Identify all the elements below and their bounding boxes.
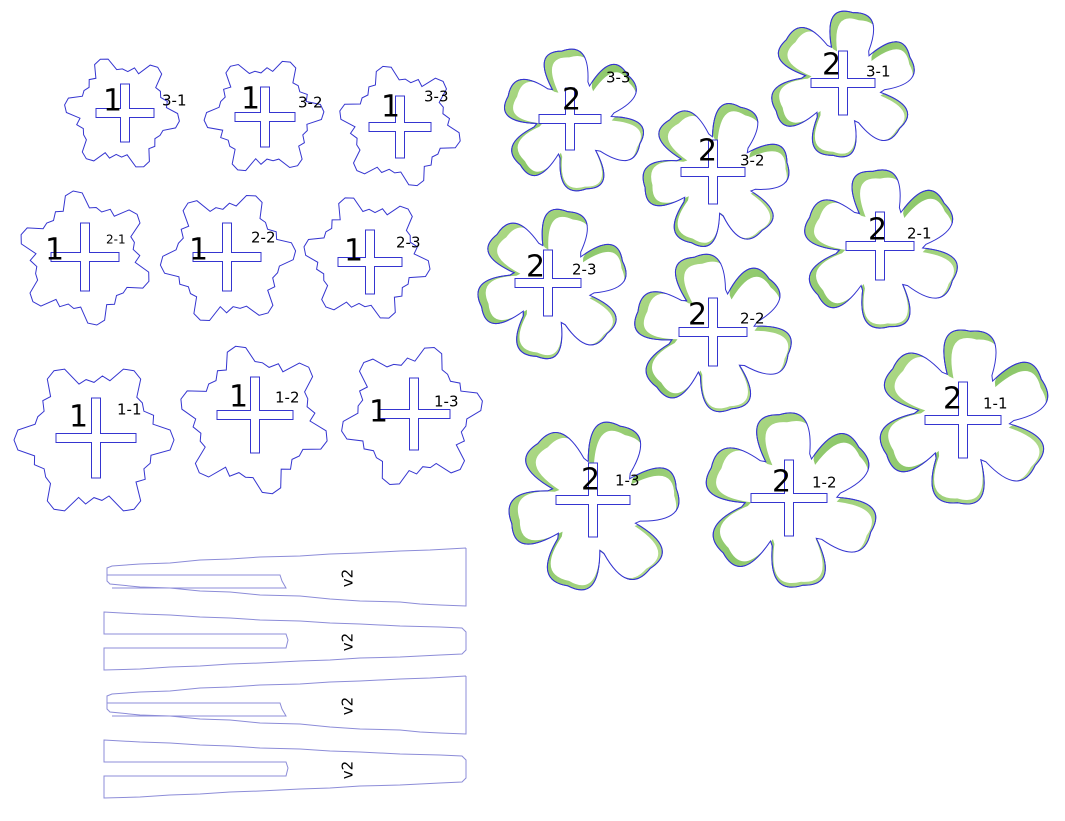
- v2-strip-2: v2: [103, 611, 467, 671]
- piece-outline: [477, 208, 627, 360]
- layer2-piece-3-1: 2 3-1: [771, 10, 915, 158]
- cross-slot: [216, 376, 294, 454]
- strip-outline: [106, 547, 467, 607]
- layer2-piece-1-1: 2 1-1: [879, 329, 1049, 505]
- piece-outline: [634, 253, 792, 413]
- strip-outline: [103, 739, 467, 799]
- piece-outline: [771, 10, 915, 158]
- piece-major-label: 2: [562, 83, 581, 118]
- piece-outline: [642, 102, 790, 248]
- strip-label: v2: [339, 569, 357, 587]
- layer1-piece-2-1: 1 2-1: [20, 190, 150, 326]
- cross-slot: [810, 50, 876, 116]
- piece-major-label: 1: [45, 233, 64, 268]
- layer1-piece-1-2: 1 1-2: [180, 345, 328, 495]
- piece-major-label: 2: [772, 465, 791, 500]
- layer2-piece-1-3: 2 1-3: [508, 421, 680, 591]
- piece-minor-label: 2-2: [251, 229, 276, 247]
- cross-slot: [538, 87, 602, 151]
- piece-major-label: 2: [688, 298, 707, 333]
- piece-major-label: 2: [698, 134, 717, 169]
- piece-outline: [705, 412, 877, 588]
- layer2-piece-2-2: 2 2-2: [634, 253, 792, 413]
- piece-major-label: 1: [69, 400, 88, 435]
- cross-slot: [845, 211, 915, 281]
- cross-slot: [514, 249, 582, 317]
- strip-label: v2: [339, 697, 357, 715]
- piece-major-label: 1: [241, 82, 260, 117]
- piece-outline: [804, 169, 958, 329]
- piece-minor-label: 3-2: [740, 152, 765, 170]
- cross-slot: [368, 95, 432, 159]
- piece-major-label: 2: [822, 48, 841, 83]
- v2-strip-4: v2: [103, 739, 467, 799]
- piece-major-label: 1: [189, 233, 208, 268]
- strip-label: v2: [339, 633, 357, 651]
- strip-label: v2: [339, 761, 357, 779]
- piece-major-label: 2: [581, 463, 600, 498]
- cross-slot: [750, 459, 828, 537]
- piece-minor-label: 2-1: [106, 233, 126, 247]
- piece-major-label: 2: [868, 213, 887, 248]
- layer-2-pieces: 2 3-3 2 3-1 2 3-2 2 2-1 2 2-3 2 2-2 2 1-1 2 1-3 2 1-2: [477, 10, 1049, 591]
- layer-1-pieces: 1 3-1 1 3-2 1 3-3 1 2-1 1 2-2 1 2-3 1 1-1 1 1-2 1 1-3: [13, 58, 483, 512]
- piece-minor-label: 1-2: [812, 474, 837, 492]
- layer1-piece-3-2: 1 3-2: [203, 60, 325, 172]
- cross-slot: [377, 377, 451, 451]
- piece-minor-label: 1-3: [615, 472, 640, 490]
- piece-outline: [508, 421, 680, 591]
- strip-outline: [103, 611, 467, 671]
- cross-slot: [924, 381, 1002, 459]
- piece-minor-label: 3-3: [424, 88, 449, 106]
- v2-strips: v2 v2 v2 v2: [103, 547, 467, 799]
- piece-minor-label: 2-2: [740, 310, 765, 328]
- layer2-piece-3-3: 2 3-3: [503, 48, 645, 192]
- piece-minor-label: 3-1: [866, 63, 891, 81]
- piece-minor-label: 3-1: [162, 92, 187, 110]
- cross-slot: [555, 462, 631, 538]
- piece-minor-label: 1-1: [117, 401, 142, 419]
- piece-major-label: 1: [103, 84, 122, 119]
- cross-slot: [50, 222, 120, 292]
- layer1-piece-2-3: 1 2-3: [303, 197, 431, 319]
- cross-slot: [678, 297, 748, 367]
- layer2-piece-2-1: 2 2-1: [804, 169, 958, 329]
- piece-minor-label: 2-1: [907, 225, 932, 243]
- piece-minor-label: 1-1: [983, 395, 1008, 413]
- piece-minor-label: 3-3: [606, 69, 631, 87]
- cross-slot: [234, 86, 296, 148]
- piece-minor-label: 1-3: [434, 393, 459, 411]
- v2-strip-3: v2: [106, 675, 467, 735]
- layer2-piece-2-3: 2 2-3: [477, 208, 627, 360]
- piece-major-label: 1: [344, 234, 363, 269]
- layer1-piece-1-3: 1 1-3: [341, 346, 483, 486]
- piece-minor-label: 1-2: [275, 389, 300, 407]
- piece-minor-label: 3-2: [298, 94, 323, 112]
- layer1-piece-2-2: 1 2-2: [159, 194, 297, 322]
- v2-strip-1: v2: [106, 547, 467, 607]
- piece-major-label: 1: [381, 90, 400, 125]
- piece-outline: [879, 329, 1049, 505]
- layer1-piece-1-1: 1 1-1: [13, 368, 175, 512]
- piece-outline: [503, 48, 645, 192]
- piece-minor-label: 2-3: [396, 234, 421, 252]
- piece-major-label: 1: [369, 395, 388, 430]
- piece-minor-label: 2-3: [572, 261, 597, 279]
- layer1-piece-3-3: 1 3-3: [339, 65, 461, 187]
- strip-outline: [106, 675, 467, 735]
- cross-slot: [95, 83, 155, 143]
- cross-slot: [680, 139, 746, 205]
- cross-slot: [55, 397, 137, 479]
- piece-major-label: 2: [943, 382, 962, 417]
- piece-major-label: 2: [526, 250, 545, 285]
- layer1-piece-3-1: 1 3-1: [64, 58, 187, 168]
- piece-major-label: 1: [229, 380, 248, 415]
- layer2-piece-1-2: 2 1-2: [705, 412, 877, 588]
- cross-slot: [337, 229, 403, 295]
- cross-slot: [192, 222, 262, 292]
- layer2-piece-3-2: 2 3-2: [642, 102, 790, 248]
